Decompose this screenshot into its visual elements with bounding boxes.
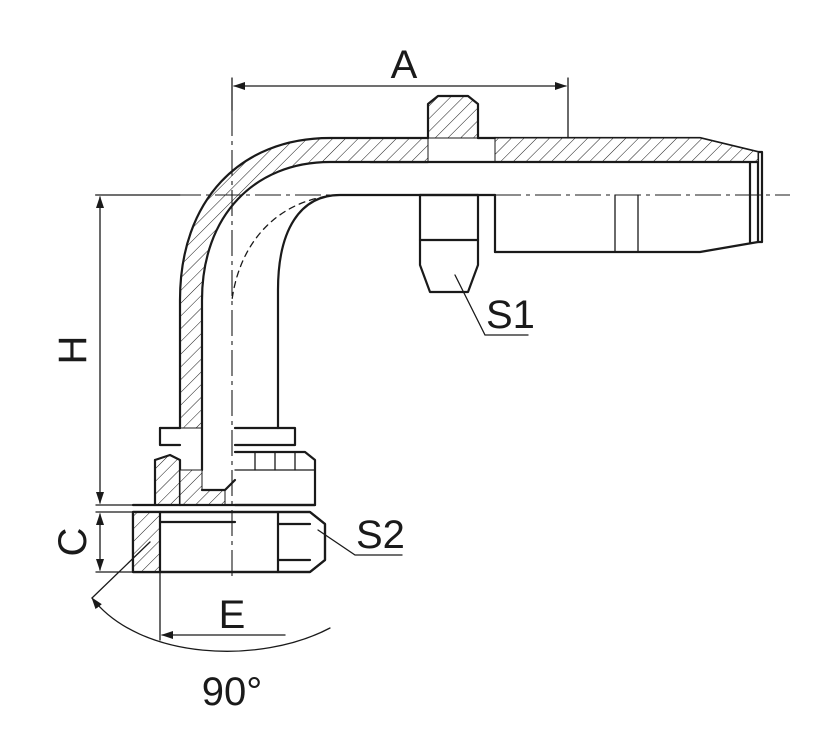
- label-c: C: [51, 528, 95, 557]
- dimension-h: [95, 194, 181, 506]
- hex-s1: [418, 193, 497, 294]
- center-lines: [95, 110, 790, 580]
- collar: [426, 94, 497, 140]
- elbow-bend: [178, 136, 430, 472]
- label-s1: S1: [486, 293, 535, 337]
- dimension-a: [231, 77, 569, 139]
- dimension-e: [159, 571, 286, 641]
- leader-s2: [317, 529, 403, 556]
- label-a: A: [391, 43, 418, 87]
- dimension-c: [95, 511, 134, 573]
- leader-s1: [454, 274, 529, 336]
- angle-arc: [91, 541, 331, 652]
- label-h: H: [51, 336, 95, 365]
- hose-tail: [368, 136, 764, 254]
- label-angle: 90°: [202, 670, 263, 714]
- swivel-nut: [131, 426, 327, 574]
- label-e: E: [219, 593, 246, 637]
- label-s2: S2: [356, 513, 405, 557]
